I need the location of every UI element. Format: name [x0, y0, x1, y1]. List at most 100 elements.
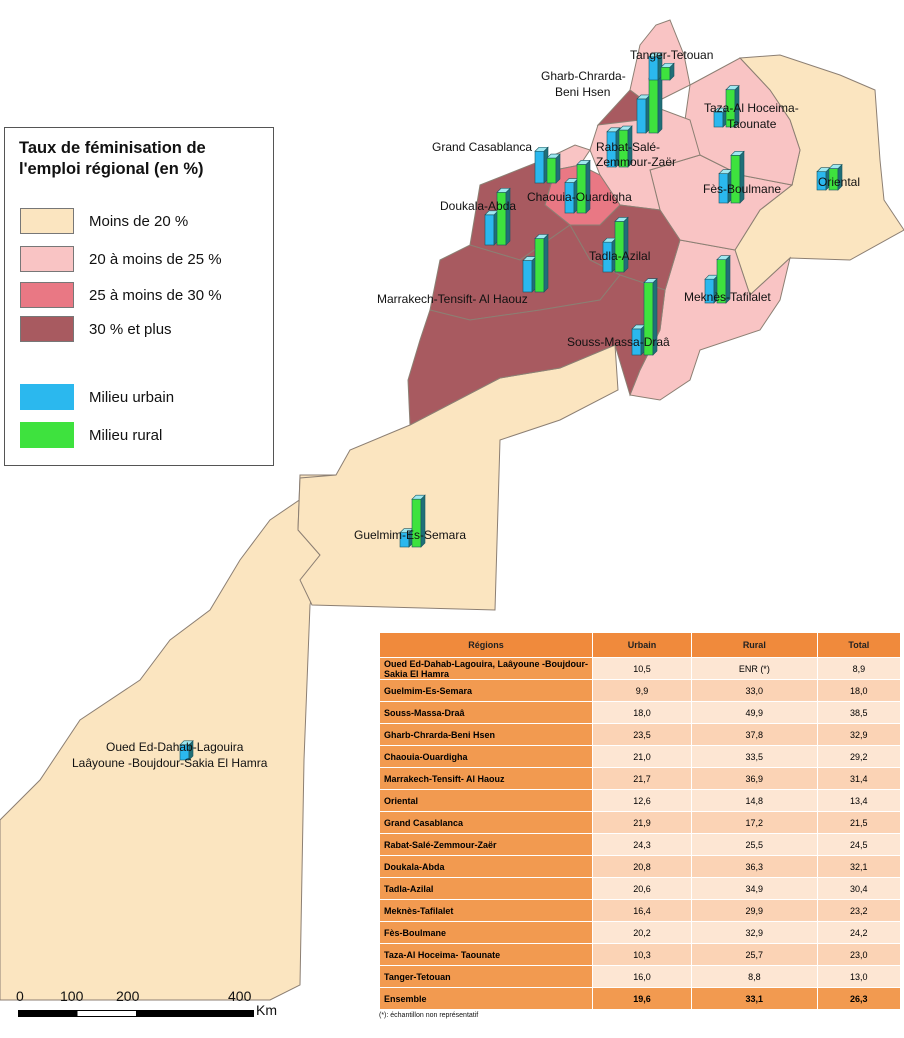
cell-region: Guelmim-Es-Semara: [379, 679, 593, 702]
cell-total: 29,2: [816, 745, 902, 768]
header-urbain: Urbain: [592, 632, 692, 658]
legend-label: Milieu urbain: [89, 388, 175, 406]
cell-total: 24,5: [816, 833, 902, 856]
scale-tick-100: 100: [60, 988, 84, 1004]
scale-unit: Km: [256, 1002, 277, 1018]
cell-total: 32,1: [816, 855, 902, 878]
data-table-wrap: Régions Urbain Rural Total Oued Ed-Dahab…: [379, 632, 902, 1019]
label-tanger: Tanger-Tetouan: [630, 48, 713, 62]
bar-rural-10-front: [614, 221, 625, 273]
label-oued-2: Laâyoune -Boujdour-Sakia El Hamra: [72, 756, 268, 770]
bar-rural-9: [496, 187, 511, 246]
bar-rural-6-top: [828, 164, 843, 169]
cell-rural: 49,9: [691, 701, 818, 724]
cell-region: Gharb-Chrarda-Beni Hsen: [379, 723, 593, 746]
legend-label: Milieu rural: [89, 426, 163, 444]
legend-label: Moins de 20 %: [89, 212, 189, 230]
legend-item-urbain: Milieu urbain: [20, 384, 174, 410]
cell-region: Taza-Al Hoceima- Taounate: [379, 943, 593, 966]
cell-region: Oued Ed-Dahab-Lagouira, Laâyoune -Boujdo…: [379, 657, 593, 680]
cell-urbain: 10,5: [592, 657, 692, 680]
bar-urbain-5-front: [522, 260, 533, 293]
label-rabat-1: Rabat-Salé-: [596, 140, 660, 154]
cell-region: Souss-Massa-Draâ: [379, 701, 593, 724]
cell-rural: 36,3: [691, 855, 818, 878]
cell-urbain: 19,6: [592, 987, 692, 1010]
label-taza-1: Taza-Al Hoceima-: [704, 101, 799, 115]
cell-urbain: 20,2: [592, 921, 692, 944]
bar-rural-5-side: [543, 233, 549, 293]
bar-rural-4-front: [576, 164, 587, 214]
bar-urbain-5: [522, 255, 537, 293]
scale-bar-graphic: [18, 1010, 254, 1017]
bar-rural-7-side: [555, 153, 561, 184]
bar-rural-11-top: [716, 255, 731, 260]
cell-region: Chaouia-Ouardigha: [379, 745, 593, 768]
cell-urbain: 21,7: [592, 767, 692, 790]
bar-rural-3-side: [657, 73, 663, 134]
cell-urbain: 16,0: [592, 965, 692, 988]
bar-rural-6: [828, 163, 843, 191]
bar-urbain-3: [636, 94, 651, 134]
bar-rural-1: [411, 494, 426, 548]
cell-region: Meknès-Tafilalet: [379, 899, 593, 922]
bar-rural-10-side: [623, 216, 629, 273]
cell-total: 26,3: [816, 987, 902, 1010]
bar-rural-7-front: [546, 157, 557, 184]
cell-rural: 17,2: [691, 811, 818, 834]
bar-urbain-7-front: [534, 150, 545, 184]
legend-swatch: [20, 422, 74, 448]
cell-total: 18,0: [816, 679, 902, 702]
cell-urbain: 23,5: [592, 723, 692, 746]
cell-rural: 37,8: [691, 723, 818, 746]
bar-rural-13-top: [725, 85, 740, 91]
bar-rural-5-top: [534, 234, 549, 239]
cell-total: 32,9: [816, 723, 902, 746]
bar-urbain-0: [179, 740, 194, 761]
table-footnote: (*): échantillon non représentatif: [379, 1012, 479, 1019]
bar-rural-2: [643, 277, 658, 356]
cell-total: 23,2: [816, 899, 902, 922]
cell-region: Rabat-Salé-Zemmour-Zaër: [379, 833, 593, 856]
bar-rural-5-front: [534, 238, 545, 293]
cell-urbain: 20,8: [592, 855, 692, 878]
bar-rural-1-top: [411, 494, 426, 500]
legend-label: 25 à moins de 30 %: [89, 286, 222, 304]
bar-rural-12: [730, 150, 745, 204]
cell-urbain: 21,9: [592, 811, 692, 834]
cell-urbain: 16,4: [592, 899, 692, 922]
bar-urbain-0-top: [179, 740, 194, 746]
bar-rural-9-side: [505, 187, 511, 246]
bar-rural-4-side: [585, 159, 591, 214]
cell-rural: 25,5: [691, 833, 818, 856]
bar-rural-12-top: [730, 150, 745, 156]
cell-urbain: 18,0: [592, 701, 692, 724]
label-guelmim: Guelmim-Es-Semara: [354, 528, 466, 542]
cell-total: 21,5: [816, 811, 902, 834]
cell-rural: 14,8: [691, 789, 818, 812]
bar-rural-4: [576, 159, 591, 214]
legend-box: Taux de féminisation de l'emploi régiona…: [4, 127, 274, 466]
bar-rural-10-top: [614, 217, 629, 222]
cell-region: Tadla-Azilal: [379, 877, 593, 900]
bar-urbain-3-front: [636, 98, 647, 134]
header-rural: Rural: [691, 632, 818, 658]
cell-total: 13,0: [816, 965, 902, 988]
data-table: Régions Urbain Rural Total Oued Ed-Dahab…: [379, 632, 902, 1010]
legend-title: Taux de féminisation de l'emploi régiona…: [19, 138, 206, 180]
scale-bar: 0 100 200 400 Km: [16, 988, 277, 1028]
bar-rural-3: [648, 73, 663, 134]
cell-region: Marrakech-Tensift- Al Haouz: [379, 767, 593, 790]
label-tadla: Tadla-Azilal: [589, 249, 650, 263]
cell-urbain: 24,3: [592, 833, 692, 856]
legend-label: 30 % et plus: [89, 320, 172, 338]
cell-rural: 36,9: [691, 767, 818, 790]
